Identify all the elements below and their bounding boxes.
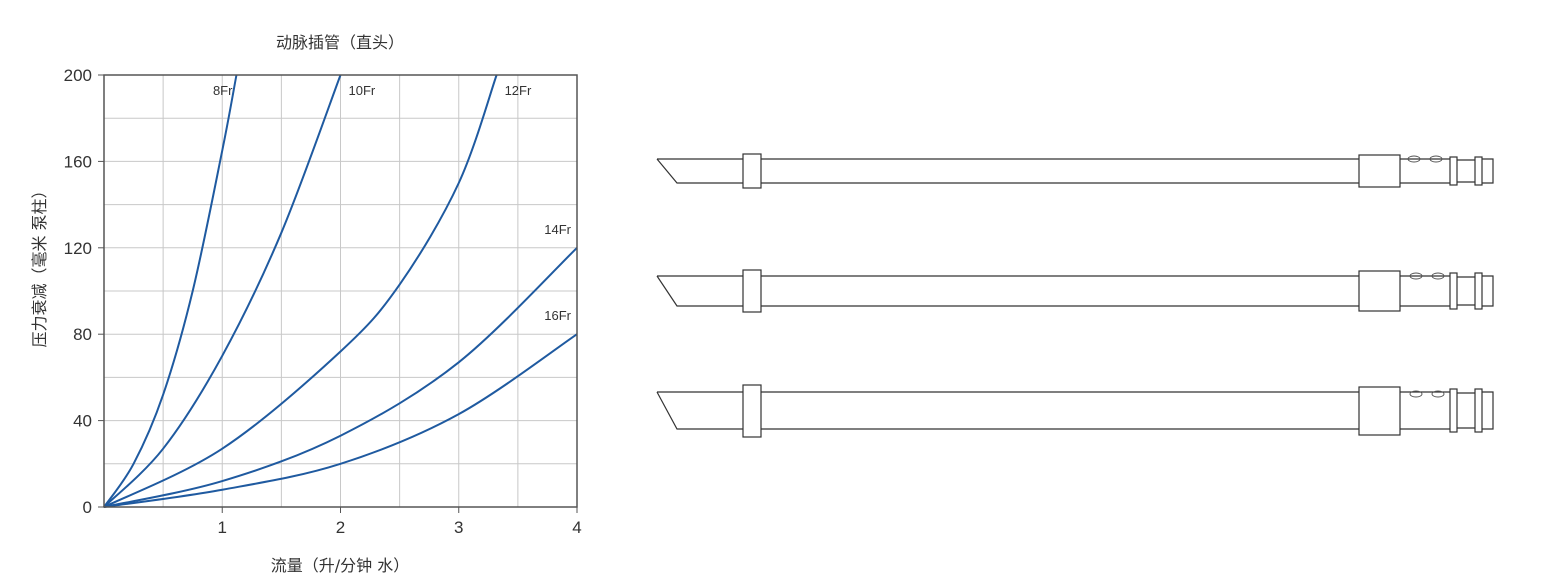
x-axis-label: 流量（升/分钟 水） [271,556,409,575]
series-label-16fr: 16Fr [544,308,571,323]
series-line-16fr [103,333,578,508]
y-tick-label: 40 [73,412,92,431]
y-tick-label: 160 [64,152,92,171]
pressure-drop-chart: 动脉插管（直头） 0 40 80 120 160 200 1 2 3 4 8Fr 10Fr 12Fr… [30,33,582,575]
chart-curves [103,74,578,508]
series-labels: 8Fr 10Fr 12Fr 14Fr 16Fr [213,83,572,323]
series-line-8fr [103,74,238,508]
series-label-12fr: 12Fr [505,83,532,98]
y-axis-label: 压力衰减（毫米 泵柱） [30,182,49,347]
x-tick-label: 1 [218,518,227,537]
series-line-12fr [103,74,498,508]
x-tick-label: 2 [336,518,345,537]
cannula-small [656,153,1494,189]
y-tick-label: 200 [64,66,92,85]
chart-grid [104,75,577,507]
y-tick-label: 120 [64,239,92,258]
series-line-14fr [103,247,578,508]
cannula-large [656,384,1494,438]
x-tick-label: 3 [454,518,463,537]
x-axis-ticks: 1 2 3 4 [218,507,582,537]
x-tick-label: 4 [572,518,581,537]
cannula-medium [656,269,1494,313]
series-label-8fr: 8Fr [213,83,233,98]
series-label-10fr: 10Fr [349,83,376,98]
chart-title: 动脉插管（直头） [276,33,404,52]
series-line-10fr [103,74,342,508]
y-tick-label: 80 [73,325,92,344]
y-axis-ticks: 0 40 80 120 160 200 [64,66,104,517]
series-label-14fr: 14Fr [544,222,571,237]
y-tick-label: 0 [83,498,92,517]
